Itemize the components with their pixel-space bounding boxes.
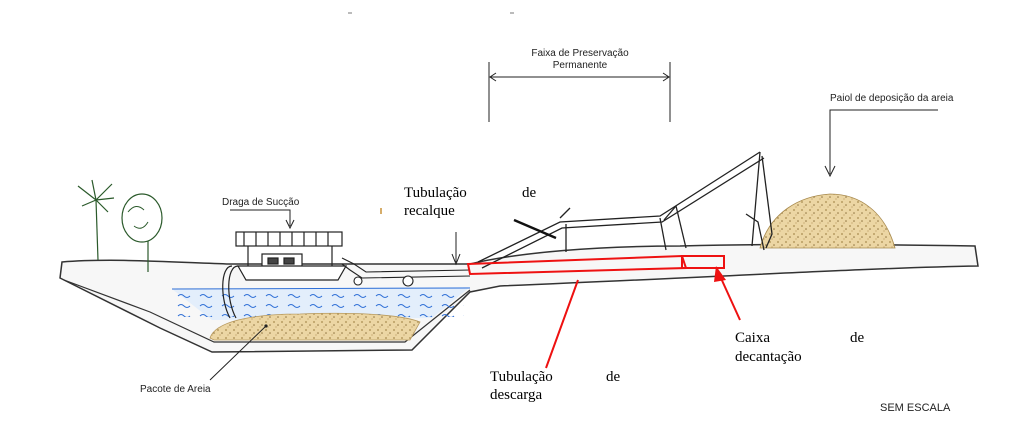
draga-label: Draga de Sucção [222,197,300,208]
descarga-word2: de [606,369,621,385]
recalque-arrow-head [451,253,461,266]
caixa-pointer [719,275,741,321]
draga-arrow-head [285,219,295,230]
caixa-word2: de [850,330,865,346]
basin-inner-line [63,279,471,343]
suction-dredge [222,231,348,319]
descarga-pointer [545,279,579,369]
paiol-arrow-head [824,165,836,178]
recalque-word1: Tubulação [404,185,467,201]
pipeline [341,257,471,287]
descarga-word1: Tubulação [490,369,553,385]
scale-note: SEM ESCALA [880,402,951,414]
descarga-word3: descarga [490,387,543,403]
conveyor-structure [477,151,773,269]
settling-box-highlight [681,255,725,269]
valve-mark [513,218,557,240]
caixa-word1: Caixa [735,330,770,346]
faixa-label-line1: Faixa de Preservação [531,48,629,59]
caixa-pointer-head [714,266,726,282]
water-waves [174,289,464,317]
round-tree [121,193,163,272]
recalque-word2: de [522,185,537,201]
faixa-label-line2: Permanente [553,60,608,71]
water-surface [171,287,471,290]
pacote-label: Pacote de Areia [140,384,211,395]
sand-pile [759,193,896,249]
recalque-word3: recalque [404,203,455,219]
paiol-label: Paiol de deposição da areia [830,93,954,104]
palm-tree [77,179,115,261]
draga-leader [230,209,291,226]
paiol-leader [829,109,938,174]
sand-pack [209,312,421,341]
pacote-leader-dot [264,324,268,328]
pacote-leader [209,325,267,381]
faixa-dimension [488,62,671,122]
caixa-word3: decantação [735,349,802,365]
